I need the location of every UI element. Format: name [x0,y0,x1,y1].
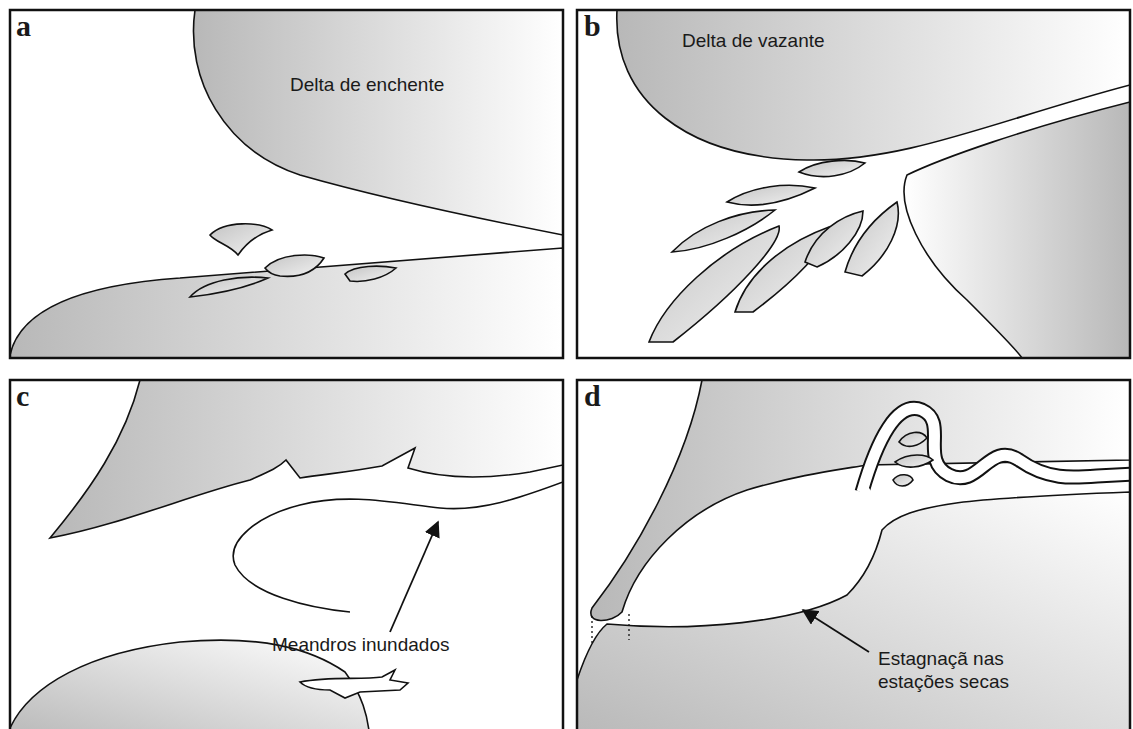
callout-label: Estagnaçã nas estações secas [878,648,1043,694]
panel-letter: c [16,378,29,414]
sand-bar [210,224,272,255]
panel-frame [10,380,563,729]
delta-lobe [845,202,898,276]
land [10,248,563,358]
panel-frame [577,10,1130,358]
region-label: Delta de enchente [290,74,444,97]
river-bank [862,408,1130,492]
panel-b [577,10,1130,358]
sand-bar-line [628,614,629,640]
panel-letter: a [16,8,31,44]
sand-bar [265,255,324,276]
delta-lobe [735,227,829,312]
region-label: Delta de vazante [682,30,825,53]
panel-frame [10,10,563,358]
panel-frame [577,380,1130,729]
land [577,492,1130,729]
channel-bank [233,482,563,612]
sand-bar [190,277,268,297]
island [893,475,913,486]
island [899,432,927,446]
panel-letter: d [584,378,601,414]
delta-lobe [727,185,815,205]
sand-bar-line [591,616,592,644]
river-mouth [857,476,875,505]
land [904,102,1130,358]
pointer-arrow [390,522,438,632]
sand-bar [345,266,396,281]
panel-letter: b [584,8,601,44]
flooded-meander [300,670,408,698]
panel-c [10,380,563,729]
island [895,455,933,467]
delta-lobe [799,160,865,176]
panel-d [577,380,1133,729]
meandering-river [862,408,1130,492]
land [193,10,563,235]
panel-a [10,10,563,358]
pointer-arrow [803,610,869,652]
callout-label: Meandros inundados [272,634,449,657]
land [50,380,563,538]
